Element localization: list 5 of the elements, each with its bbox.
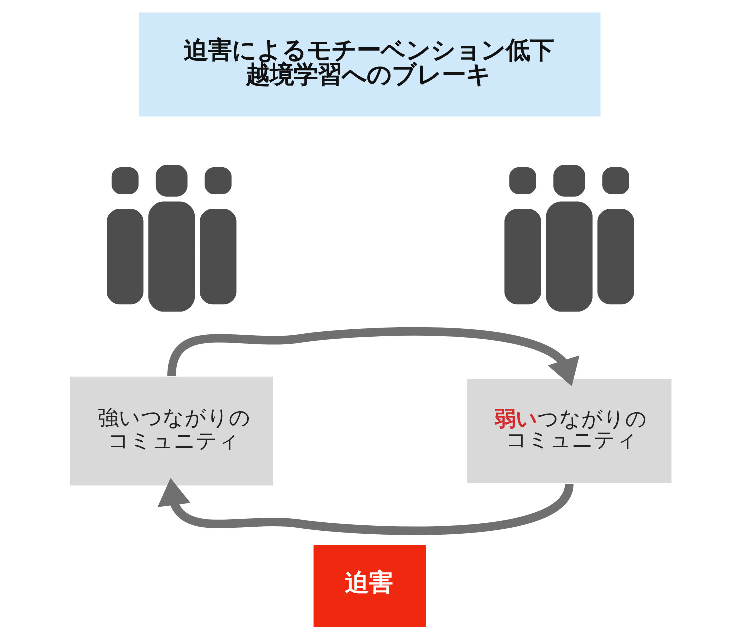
arrow [157, 478, 574, 536]
node-box: 迫害によるモチーベンション低下 越境学習へのブレーキ [138, 12, 600, 117]
node-box: 迫害 [313, 545, 426, 628]
node-box: 弱いつながりのコミュニティ [466, 379, 672, 484]
node-box: 強いつながりのコミュニティ [70, 376, 273, 486]
